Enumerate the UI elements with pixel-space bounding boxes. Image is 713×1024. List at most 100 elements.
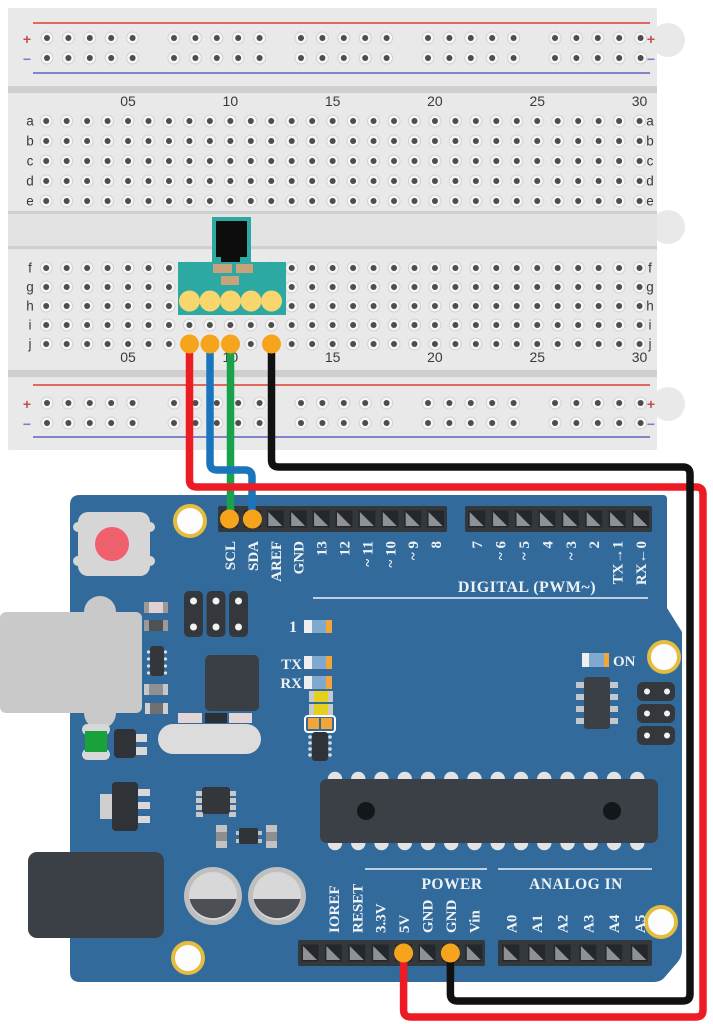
breadboard-center-channel [8,211,657,250]
tx-label: TX [281,657,302,673]
power-wire-red[interactable] [185,340,707,1021]
breadboard-hole-center [350,158,357,164]
breadboard-hole-center [636,284,643,290]
breadboard-hole-center [383,400,390,406]
breadboard-hole-center [513,118,520,124]
pin-label-9: ~ 9 [406,541,422,560]
breadboard-hole-center [125,341,132,347]
breadboard-hole-center [186,178,193,184]
breadboard-hole-center [186,198,193,204]
arduino-uno-board[interactable]: 1 TX RX ON [0,495,682,982]
breadboard-hole-center [472,322,479,328]
breadboard-hole-center [431,303,438,309]
breadboard-hole-center [493,265,500,271]
breadboard-hole-center [65,420,72,426]
breadboard-hole-center [594,55,601,61]
breadboard-hole-center [84,341,91,347]
breadboard-hole-center [391,158,398,164]
breadboard-hole-center [288,178,295,184]
breadboard-hole-center [288,265,295,271]
breadboard-hole-center [493,284,500,290]
breadboard-hole-center [298,420,304,426]
power-jack [28,852,164,938]
breadboard-hole-center [595,341,602,347]
breadboard-hole-center [227,178,234,184]
breadboard-hole-center [534,322,541,328]
analog-header[interactable] [498,940,652,966]
breadboard-hole-center [298,35,304,41]
breadboard-hole-center [350,198,357,204]
breadboard-hole-center [493,158,500,164]
digital-header-right[interactable] [465,506,652,532]
header-pin-sockets[interactable] [221,510,649,962]
pin-label-4: 4 [540,541,556,549]
breadboard-hole-center [554,198,561,204]
5v-pin-connector[interactable] [394,943,414,963]
breadboard-hole-center [370,118,377,124]
wire-connector-dot[interactable] [262,334,281,354]
breadboard-hole-center [145,158,152,164]
breadboard-hole-center [329,158,336,164]
breadboard-hole-center [636,178,643,184]
sda-wire-blue[interactable] [206,340,256,523]
reset-button[interactable] [73,512,155,576]
breadboard-hole-center [206,138,213,144]
breadboard-hole-center [362,55,369,61]
breadboard-hole-center [411,198,418,204]
breadboard-hole-center [43,303,50,309]
breadboard-hole-center [309,198,316,204]
scl-pin-connector[interactable] [220,509,239,529]
sensor-pin [179,290,200,312]
pin-label-12: 12 [338,541,354,556]
breadboard-hole-center [104,198,111,204]
breadboard-hole-center [145,178,152,184]
breadboard-hole-center [411,178,418,184]
power-header[interactable] [298,940,485,966]
breadboard-label: j [648,337,652,352]
breadboard-hole-center [125,198,132,204]
breadboard-hole-center [472,265,479,271]
breadboard-hole-center [145,118,152,124]
breadboard-hole-center [288,303,295,309]
breadboard-hole-center [213,400,220,406]
sda-pin-connector[interactable] [242,509,262,529]
breadboard-hole-center [247,158,254,164]
pin-label-tx-1: TX→1 [611,541,627,584]
breadboard-hole-center [319,35,326,41]
breadboard-hole-center [493,198,500,204]
breadboard-hole-center [108,400,115,406]
breadboard-hole-center [104,303,111,309]
electrolytic-capacitor [248,867,306,925]
temperature-sensor-module[interactable] [178,217,286,315]
ground-wire-black[interactable] [267,340,694,1005]
breadboard-hole-center [65,35,72,41]
header-pin-contact [373,946,388,960]
breadboard-hole-center [575,178,582,184]
breadboard-hole-center [145,341,152,347]
gnd-pin-connector[interactable] [440,943,460,963]
usb-interface-chip [205,655,259,711]
breadboard-hole-center [288,284,295,290]
breadboard-hole-center [446,400,453,406]
breadboard-hole-center [575,303,582,309]
icsp-header[interactable] [637,682,675,745]
breadboard-hole-center [573,400,580,406]
breadboard-hole-center [383,35,390,41]
breadboard-hole-center [467,420,474,426]
wires[interactable] [180,334,707,1021]
breadboard-hole-center [513,284,520,290]
breadboard-hole-center [329,284,336,290]
wire-connector-dot[interactable] [180,334,199,354]
breadboard-hole-center [65,400,72,406]
breadboard-hole-center [467,400,474,406]
breadboard-hole-center [616,303,623,309]
breadboard-hole-center [431,341,438,347]
breadboard-hole-center [472,198,479,204]
breadboard-hole-center [268,158,275,164]
wire-connector-dot[interactable] [200,334,220,354]
breadboard-hole-center [104,158,111,164]
wire-connector-dot[interactable] [221,334,240,354]
reset-button-cap[interactable] [95,527,129,561]
